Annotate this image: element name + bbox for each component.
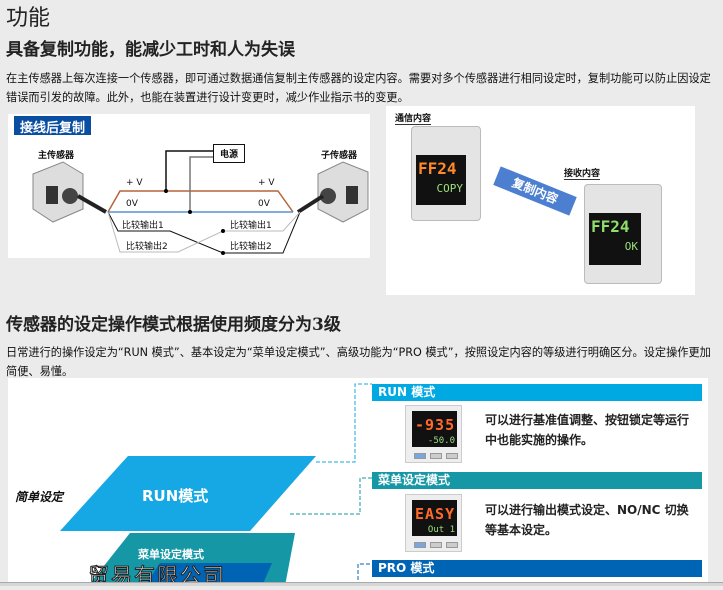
- out1-left: 比较输出1: [122, 221, 164, 231]
- zv-right: 0V: [258, 199, 270, 209]
- send-sub: COPY: [436, 182, 464, 195]
- pv-left: + V: [126, 178, 143, 188]
- run-desc: 可以进行基准值调整、按钮锁定等运行中也能实施的操作。: [485, 413, 690, 447]
- layer-run-label: RUN模式: [142, 487, 209, 505]
- layer-pro: [145, 563, 272, 586]
- master-label: 主传感器: [38, 151, 75, 161]
- out2-right: 比较输出2: [230, 242, 272, 252]
- send-main: FF24: [418, 159, 457, 178]
- modes-heading: 传感器的设定操作模式根据使用频度分为3级: [6, 315, 341, 335]
- bottom-border: [0, 582, 723, 586]
- slave-label: 子传感器: [321, 151, 358, 161]
- pv-right: + V: [258, 178, 275, 188]
- recv-main: FF24: [591, 217, 630, 236]
- zv-left: 0V: [126, 199, 138, 209]
- wiring-lines: [32, 150, 369, 255]
- layer-run: [60, 456, 316, 531]
- easy-label: 简单设定: [15, 490, 64, 504]
- send-label: 通信内容: [395, 111, 432, 125]
- out1-right: 比较输出1: [230, 221, 272, 231]
- modes-paragraph: 日常进行的操作设定为“RUN 模式”、基本设定为“菜单设定模式”、高级功能为“P…: [6, 346, 711, 378]
- pro-mode-bar: PRO 模式: [372, 560, 702, 577]
- receiver-device: FF24 OK: [584, 184, 662, 284]
- run-main: -935: [415, 416, 456, 434]
- run-mode-bar: RUN 模式: [372, 384, 702, 401]
- diagram-tag: 接线后复制: [14, 116, 92, 136]
- copy-paragraph: 在主传感器上每次连接一个传感器，即可通过数据通信复制主传感器的设定内容。需要对多…: [6, 72, 711, 104]
- wiring-diagram: 接线后复制 主传感器 子传感器 电源 + V + V 0V 0V 比较输出1 比…: [8, 114, 370, 258]
- sender-device: FF24 COPY: [411, 126, 481, 221]
- slave-sensor-icon: [317, 161, 369, 223]
- menu-main: EASY: [415, 505, 456, 523]
- run-device: -935 -50.0: [405, 405, 462, 463]
- out2-left: 比较输出2: [126, 242, 168, 252]
- recv-sub: OK: [624, 240, 638, 253]
- recv-label: 接收内容: [564, 166, 601, 180]
- master-sensor-icon: [32, 161, 84, 223]
- mode-layers: [60, 383, 372, 586]
- power-label: 电源: [213, 144, 246, 163]
- copy-photo: 通信内容 FF24 COPY 复制内容 接收内容 FF24 OK: [386, 106, 695, 295]
- section-title: 功能: [6, 6, 51, 31]
- run-sub: -50.0: [427, 436, 455, 446]
- menu-sub: Out 1: [427, 525, 455, 535]
- menu-mode-bar: 菜单设定模式: [372, 472, 702, 489]
- menu-desc: 可以进行输出模式设定、NO/NC 切换等基本设定。: [485, 503, 689, 537]
- layer-menu-label: 菜单设定模式: [138, 548, 204, 561]
- menu-device: EASY Out 1: [405, 494, 462, 552]
- copy-heading: 具备复制功能，能减少工时和人为失误: [6, 40, 295, 60]
